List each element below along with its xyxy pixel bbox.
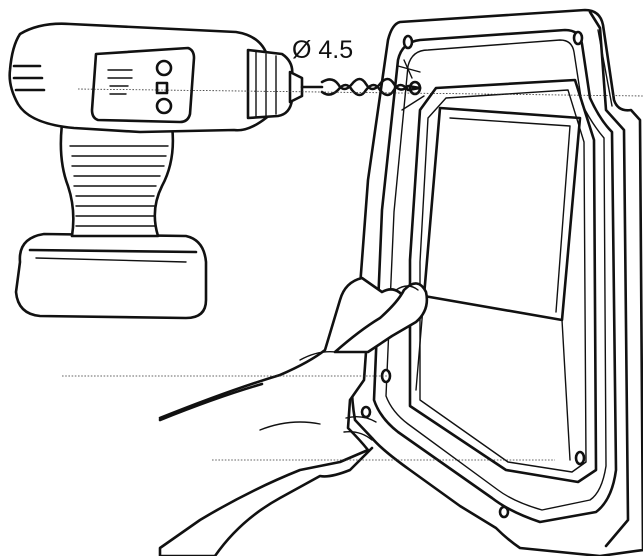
drill-bit-diameter-label: Ø 4.5 <box>292 36 353 64</box>
enclosure-housing <box>350 8 643 556</box>
cordless-drill <box>8 22 422 320</box>
guide-line-drill-axis <box>77 88 643 97</box>
hand <box>158 276 429 556</box>
dimension-guides <box>62 88 643 461</box>
